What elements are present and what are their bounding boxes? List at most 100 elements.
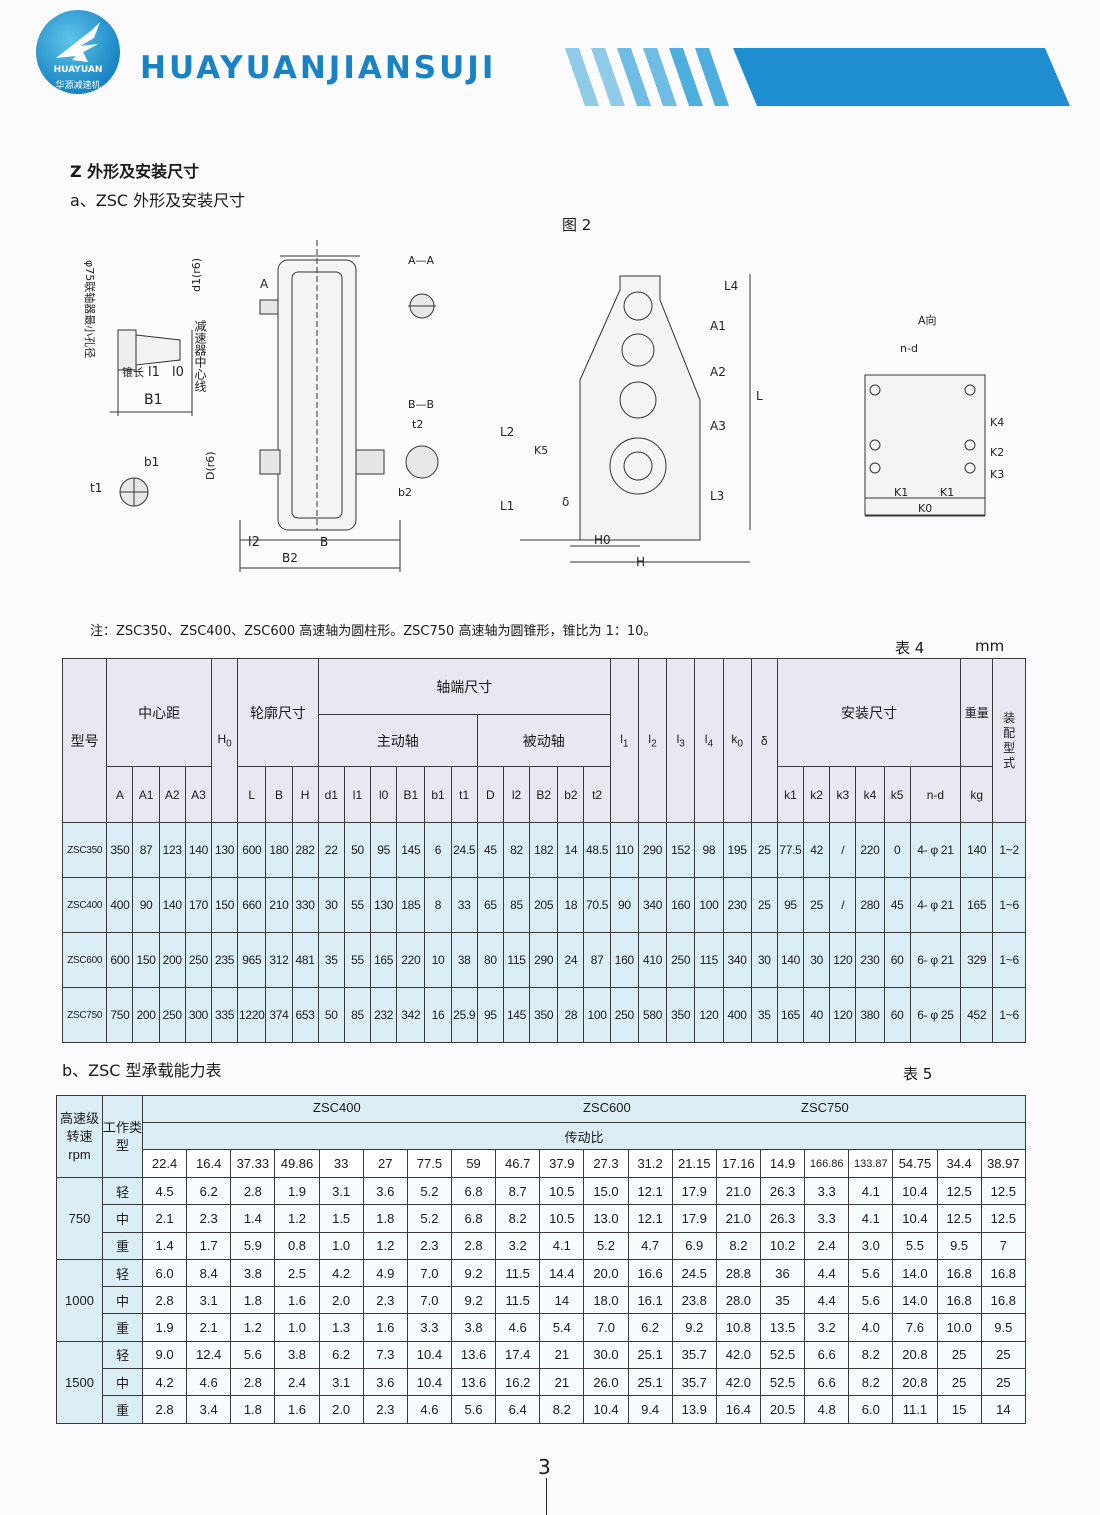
table-cell: 9.5 <box>936 1231 982 1260</box>
work-type-cell: 轻 <box>102 1258 143 1288</box>
table-cell: 7.0 <box>583 1313 629 1342</box>
col-header: A1 <box>132 766 160 823</box>
table-cell: 11.1 <box>892 1395 938 1424</box>
table-cell: 25.1 <box>627 1340 673 1370</box>
table-cell: 1.4 <box>141 1231 188 1260</box>
h-driven: 被动轴 <box>476 714 611 767</box>
table-cell: 26.0 <box>583 1368 629 1397</box>
table-cell: 4.2 <box>318 1258 364 1288</box>
table-cell: 4.9 <box>362 1258 408 1288</box>
work-type-cell: 重 <box>102 1395 143 1424</box>
work-type-cell: 中 <box>102 1204 143 1233</box>
table-cell: 15.0 <box>583 1176 629 1206</box>
table-cell: 6.2 <box>318 1340 364 1370</box>
table-cell: 6.2 <box>186 1176 232 1206</box>
table-cell: 8.2 <box>848 1340 894 1370</box>
table-cell: 5.6 <box>848 1258 894 1288</box>
table-cell: 0.8 <box>274 1231 320 1260</box>
b1-label: b1 <box>144 455 159 469</box>
table-cell: 165 <box>960 877 994 933</box>
A-direction-label: A向 <box>918 313 937 327</box>
table-cell: 200 <box>158 932 186 988</box>
table-cell: 195 <box>722 822 752 878</box>
table-cell: 1.3 <box>318 1313 364 1342</box>
table-cell: 235 <box>210 932 239 988</box>
h-l3: l3 <box>666 658 696 823</box>
table-cell: 36 <box>759 1258 806 1288</box>
table-cell: 1.2 <box>230 1313 276 1342</box>
ratio-cell: 54.75 <box>892 1149 938 1178</box>
table-cell: 18.0 <box>583 1286 629 1315</box>
col-header: k5 <box>883 766 911 823</box>
col-header: A2 <box>158 766 186 823</box>
table-cell: 77.5 <box>776 822 805 878</box>
A1-label: A1 <box>710 319 726 333</box>
table-cell: 452 <box>960 987 994 1043</box>
table-cell: 12.5 <box>980 1176 1027 1206</box>
table-cell: 140 <box>184 822 213 878</box>
h-speed-text: 高速级转速 <box>59 1110 99 1144</box>
col-header: l2 <box>502 766 531 823</box>
B-label: B <box>320 535 328 549</box>
h-k0: k0 <box>722 658 752 823</box>
table-cell: 2.1 <box>186 1313 232 1342</box>
table-cell: 55 <box>343 932 372 988</box>
table-cell: 300 <box>184 987 213 1043</box>
h-model: 型号 <box>61 658 108 823</box>
table-cell: 2.4 <box>804 1231 850 1260</box>
table-cell: 6.6 <box>804 1340 850 1370</box>
col-header: A3 <box>184 766 213 823</box>
table-cell: 9.2 <box>450 1286 497 1315</box>
table-cell: 21.0 <box>715 1176 761 1206</box>
table-cell: 13.9 <box>671 1395 717 1424</box>
table-cell: 230 <box>855 932 885 988</box>
table-cell: 9.2 <box>450 1258 497 1288</box>
col-header: d1 <box>317 766 345 823</box>
table-cell: 3.3 <box>406 1313 452 1342</box>
table-cell: 16.8 <box>980 1286 1027 1315</box>
ratio-cell: 59 <box>450 1149 497 1178</box>
weight-unit: kg <box>960 766 994 823</box>
table-cell: 25 <box>980 1340 1027 1370</box>
table-cell: 10.4 <box>406 1368 452 1397</box>
table-cell: 14.0 <box>892 1286 938 1315</box>
coupling-detail <box>110 329 193 507</box>
table-cell: 25 <box>750 877 778 933</box>
table-cell: 1.9 <box>274 1176 320 1206</box>
table-cell: 45 <box>476 822 504 878</box>
table-cell: 8.7 <box>495 1176 541 1206</box>
col-header: L <box>237 766 267 823</box>
work-type-cell: 中 <box>102 1286 143 1315</box>
ratio-cell: 16.4 <box>186 1149 232 1178</box>
L3-label: L3 <box>710 489 724 503</box>
table-cell: 6.9 <box>671 1231 717 1260</box>
model-cell: ZSC400 <box>61 877 108 933</box>
h-delta: δ <box>750 658 778 823</box>
delta-label: δ <box>562 495 569 509</box>
work-type-cell: 中 <box>102 1368 143 1397</box>
table-cell: 312 <box>265 932 293 988</box>
brand-title: HUAYUANJIANSUJI <box>140 50 497 86</box>
table5-label: 表 5 <box>903 1065 933 1083</box>
table-cell: 9.4 <box>627 1395 673 1424</box>
table-cell: 220 <box>855 822 885 878</box>
work-type-cell: 重 <box>102 1313 143 1342</box>
table-cell: 1.2 <box>274 1204 320 1233</box>
table-cell: 6.0 <box>848 1395 894 1424</box>
ratio-cell: 77.5 <box>406 1149 452 1178</box>
table-cell: 180 <box>265 822 293 878</box>
table-cell: 280 <box>855 877 885 933</box>
h-l4: l4 <box>694 658 724 823</box>
ratio-cell: 34.4 <box>936 1149 982 1178</box>
h-zsc600: ZSC600 <box>583 1100 631 1115</box>
table-cell: 2.8 <box>141 1286 188 1315</box>
table-cell: 350 <box>529 987 559 1043</box>
table-cell: 2.0 <box>318 1395 364 1424</box>
table-cell: 123 <box>158 822 186 878</box>
table-cell: 1220 <box>237 987 267 1043</box>
